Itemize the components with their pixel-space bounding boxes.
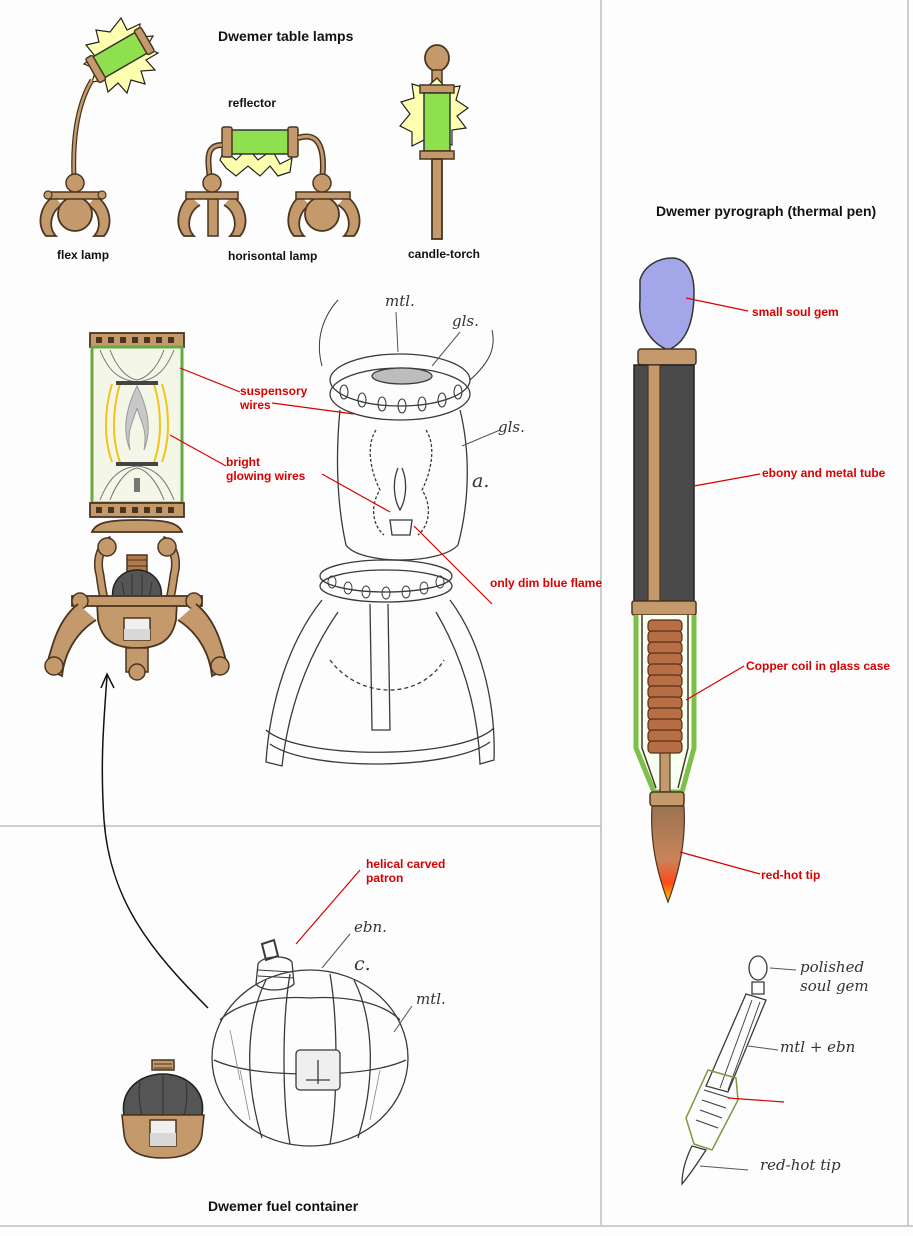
horisontal-lamp-tube [227,129,293,155]
caption-reflector: reflector [228,96,277,110]
sketch-note-leaders [321,311,797,1171]
candle-torch-tube [423,92,451,152]
sketch-note-red-hot-tip: red-hot tip [760,1156,841,1174]
lamp-sketch [265,299,495,767]
fuel-container-sketch [211,938,409,1147]
callout-copper-coil: Copper coil in glass case [746,659,891,673]
sketch-note-mtl: mtl. [416,990,446,1008]
flex-lamp [39,16,160,237]
horisontal-lamp-left-base [177,195,247,237]
heading-fuel-container: Dwemer fuel container [208,1198,359,1214]
lamp-flame [125,384,149,451]
pen-ebony-tube [633,364,695,602]
sketch-note-gls-side: gls. [498,418,525,436]
lamp-fuel-flask [111,569,163,601]
sketch-note-a: a. [472,470,490,492]
caption-horisontal-lamp: horisontal lamp [228,249,318,263]
sketch-note-c: c. [354,953,371,975]
flex-lamp-base [39,195,111,237]
sketch-note-ebn: ebn. [354,918,387,936]
callout-small-soul-gem: small soul gem [752,305,839,319]
callout-dim-blue-flame: only dim blue flame [490,576,603,590]
pyrograph-pen [631,257,697,904]
pen-copper-coil [647,619,683,754]
horisontal-lamp [177,126,361,237]
caption-flex-lamp: flex lamp [57,248,110,262]
sketch-note-gls-top: gls. [452,312,479,330]
sketch-note-mtl-top: mtl. [385,292,415,310]
candle-torch [399,44,470,240]
heading-pyrograph: Dwemer pyrograph (thermal pen) [656,203,877,219]
callout-leaders [169,297,785,1103]
callout-red-hot-tip: red-hot tip [761,868,821,882]
callout-ebony-metal-tube: ebony and metal tube [762,466,886,480]
heading-table-lamps: Dwemer table lamps [218,28,354,44]
glowing-wires [105,383,169,463]
callout-helical-carved-patron: helical carved patron [366,857,446,885]
fuel-to-lamp-arrow [100,672,209,1009]
caption-candle-torch: candle-torch [408,247,481,261]
sketch-note-polished-soul-gem: polished soul gem [800,958,869,995]
callout-bright-glowing-wires: bright glowing wires [226,455,306,483]
fuel-container-small [121,1059,205,1159]
pen-red-hot-tip [651,805,685,904]
suspended-wire-lamp [44,332,230,681]
pyrograph-sketch [681,955,768,1186]
pen-soul-gem [639,257,695,351]
callout-suspensory-wires: suspensory wires [240,384,308,412]
sketch-note-mtl-ebn: mtl + ebn [780,1038,856,1056]
